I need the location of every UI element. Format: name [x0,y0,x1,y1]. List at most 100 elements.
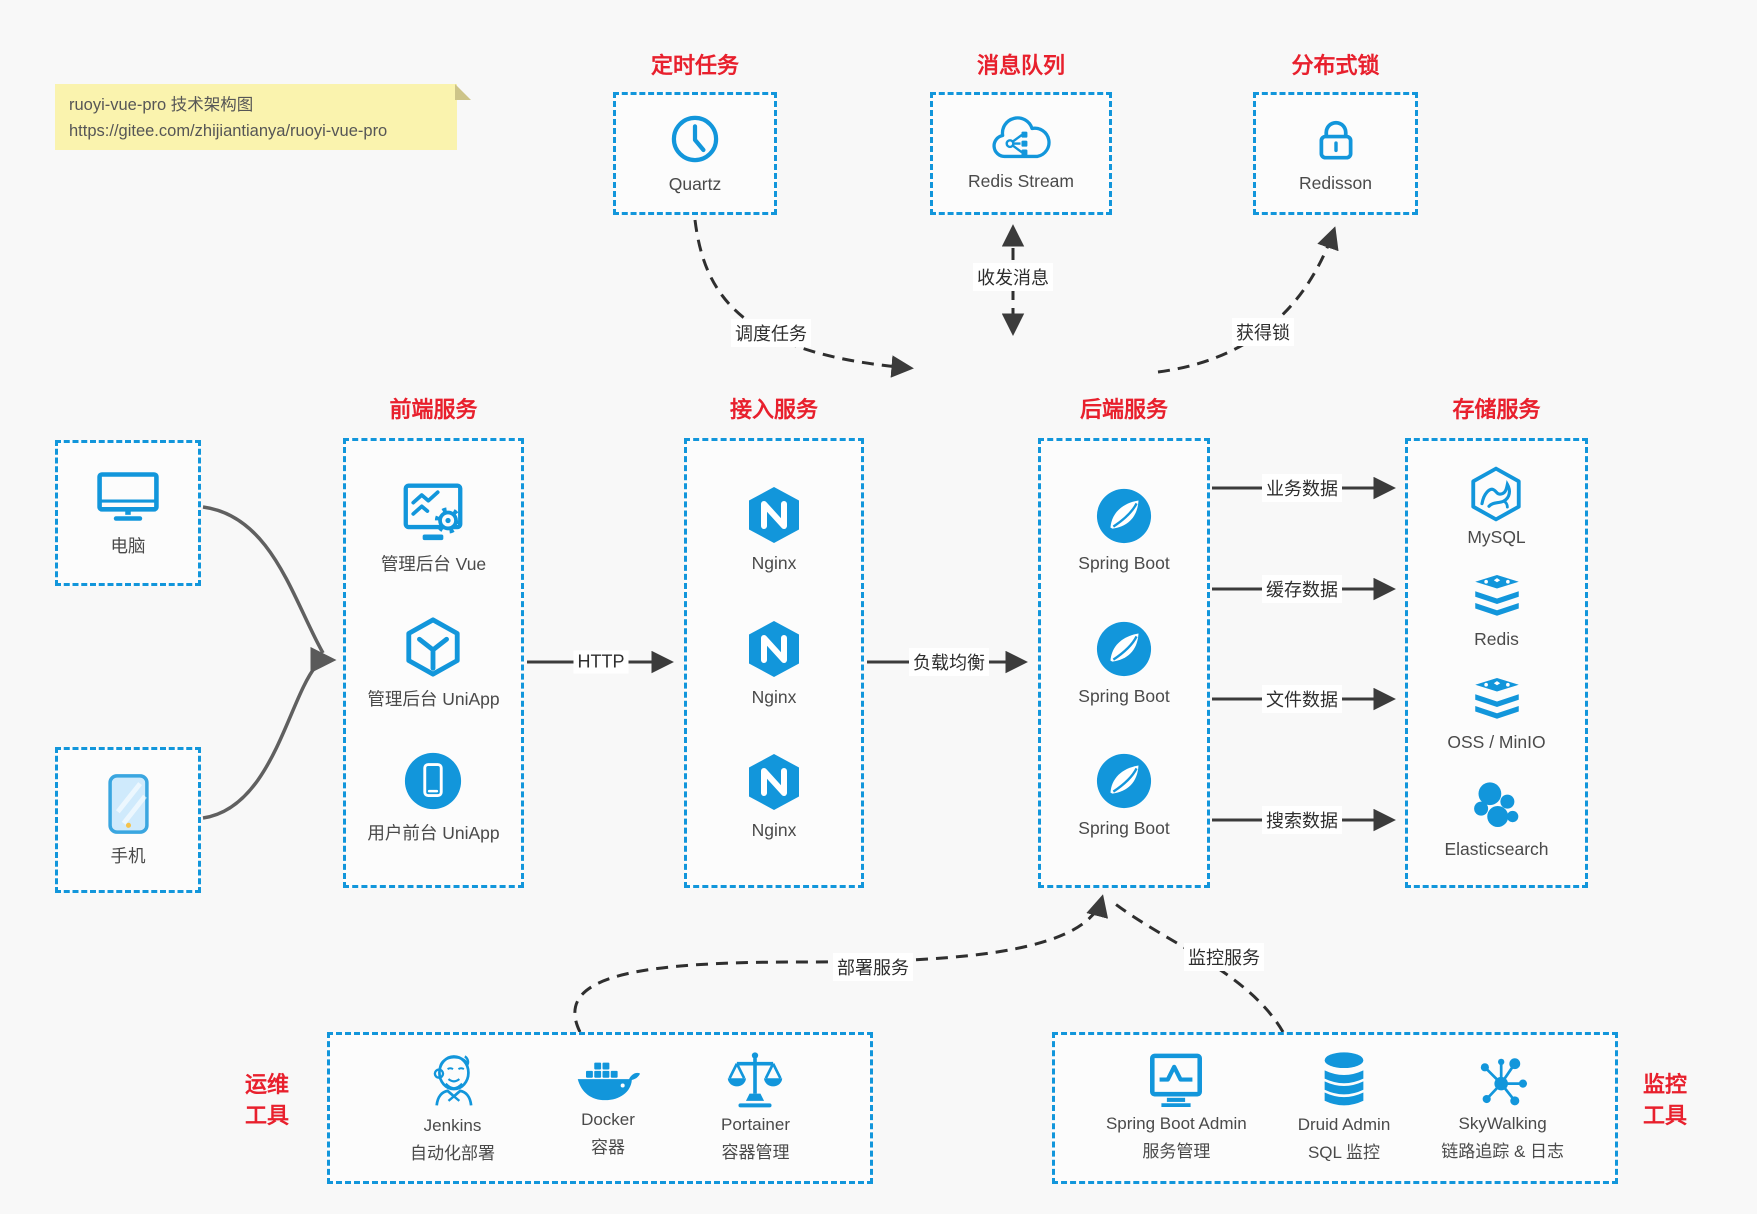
edge-label-file-data: 文件数据 [1262,685,1342,713]
node-quartz: Quartz [668,112,722,195]
node-redis-stream: Redis Stream [968,115,1074,192]
node-label: Spring Boot [1078,818,1170,839]
node-label: Portainer [721,1115,790,1135]
clock-icon [671,115,719,163]
nginx-icon [749,753,799,810]
node-label: Quartz [668,174,722,194]
edge-label-deploy: 部署服务 [833,953,913,981]
node-oss-minio: OSS / MinIO [1447,676,1546,753]
node-sublabel: 链路追踪 & 日志 [1441,1142,1565,1161]
node-elasticsearch: Elasticsearch [1444,778,1549,860]
node-druid-admin: Druid Admin SQL 监控 [1297,1051,1391,1165]
edge-label-lock: 获得锁 [1232,318,1294,346]
side-label-monitor-tools: 监控 工具 [1642,1072,1687,1128]
node-spring-boot-3: Spring Boot [1078,752,1170,839]
node-label: 用户前台 UniApp [367,823,500,844]
node-skywalking: SkyWalking 链路追踪 & 日志 [1441,1051,1564,1164]
sticky-note: ruoyi-vue-pro 技术架构图 https://gitee.com/zh… [55,84,471,150]
client-to-frontend-curves [202,505,337,820]
user-app-icon [405,753,462,810]
edge-label-load-balance: 负载均衡 [909,648,989,676]
skywalking-icon [1480,1058,1527,1106]
note-url: https://gitee.com/zhijiantianya/ruoyi-vu… [69,121,388,140]
spring-boot-icon [1096,754,1152,809]
node-label: Nginx [751,553,797,574]
node-docker: Docker 容器 [575,1055,641,1160]
computer-client-box: 电脑 [55,440,201,586]
node-sublabel: SQL 监控 [1307,1142,1381,1162]
portainer-icon [728,1052,783,1108]
group-title-distributed-lock: 分布式锁 [1291,53,1380,78]
nginx-icon [749,620,799,677]
edge-label-message: 收发消息 [973,263,1053,291]
node-redisson: Redisson [1299,113,1372,194]
elasticsearch-icon [1474,782,1519,827]
node-sublabel: 容器 [591,1138,625,1157]
cloud-stream-icon [992,116,1051,159]
admin-vue-icon [404,483,463,540]
node-label: Redis [1474,629,1519,650]
node-portainer: Portainer 容器管理 [721,1050,790,1165]
group-title-scheduled-tasks: 定时任务 [650,53,739,78]
quartz-group-box: Quartz [613,92,777,215]
side-label-ops-tools: 运维 工具 [244,1072,289,1128]
spring-boot-admin-icon [1150,1053,1203,1107]
edge-label-http: HTTP [573,650,629,674]
node-label: Redisson [1299,173,1372,193]
note-fold-corner [455,84,471,100]
node-sublabel: 容器管理 [721,1143,790,1162]
column-title-storage: 存储服务 [1452,397,1541,422]
node-label: Elasticsearch [1444,838,1549,859]
node-nginx-2: Nginx [746,619,802,708]
node-nginx-3: Nginx [746,752,802,841]
node-admin-vue: 管理后台 Vue [381,481,486,576]
edge-label-schedule: 调度任务 [731,319,811,347]
node-sublabel: 自动化部署 [410,1144,495,1163]
node-label: MySQL [1467,527,1526,548]
redis-icon [1474,575,1519,617]
node-label: Spring Boot [1078,685,1170,706]
note-title: ruoyi-vue-pro 技术架构图 [69,96,254,114]
access-column-box: Nginx Nginx Nginx [684,438,864,888]
node-label: 管理后台 UniApp [367,688,500,709]
edge-label-cache-data: 缓存数据 [1262,575,1342,603]
node-admin-uniapp: 管理后台 UniApp [367,616,500,711]
node-label: Spring Boot [1078,552,1170,573]
node-mysql: MySQL [1467,466,1526,548]
node-phone: 手机 [105,773,152,868]
edge-label-business-data: 业务数据 [1262,474,1342,502]
node-nginx-1: Nginx [746,485,802,574]
node-label: 手机 [110,845,146,866]
frontend-column-box: 管理后台 Vue 管理后台 UniApp 用户前台 UniApp [343,438,524,888]
node-label: Redis Stream [967,171,1074,191]
node-label: OSS / MinIO [1447,731,1546,752]
ops-tools-box: Jenkins 自动化部署 Docker 容器 [327,1032,873,1184]
column-title-frontend: 前端服务 [389,397,478,422]
node-spring-boot-admin: Spring Boot Admin 服务管理 [1106,1052,1247,1164]
oss-minio-icon [1474,677,1519,719]
spring-boot-icon [1096,488,1152,543]
node-label: Jenkins [423,1116,482,1136]
node-label: Nginx [751,686,797,707]
uniapp-cube-icon [406,616,461,677]
node-label: 电脑 [110,536,146,556]
node-label: Docker [581,1110,635,1130]
node-label: SkyWalking [1458,1114,1547,1134]
storage-column-box: MySQL Redis OSS / MinIO [1405,438,1588,888]
node-label: Druid Admin [1297,1114,1391,1134]
node-user-uniapp: 用户前台 UniApp [367,750,500,845]
node-label: Spring Boot Admin [1105,1113,1247,1133]
node-sublabel: 服务管理 [1142,1141,1211,1161]
edge-label-monitor: 监控服务 [1184,943,1264,971]
node-label: 管理后台 Vue [380,553,487,574]
edge-label-search-data: 搜索数据 [1262,806,1342,834]
node-spring-boot-2: Spring Boot [1078,620,1170,707]
group-title-message-queue: 消息队列 [976,53,1065,78]
docker-icon [577,1062,641,1101]
redisson-group-box: Redisson [1253,92,1418,215]
computer-icon [97,472,159,521]
nginx-icon [749,487,799,544]
monitor-tools-box: Spring Boot Admin 服务管理 Druid Admin SQL 监… [1052,1032,1618,1184]
jenkins-icon [433,1055,472,1106]
